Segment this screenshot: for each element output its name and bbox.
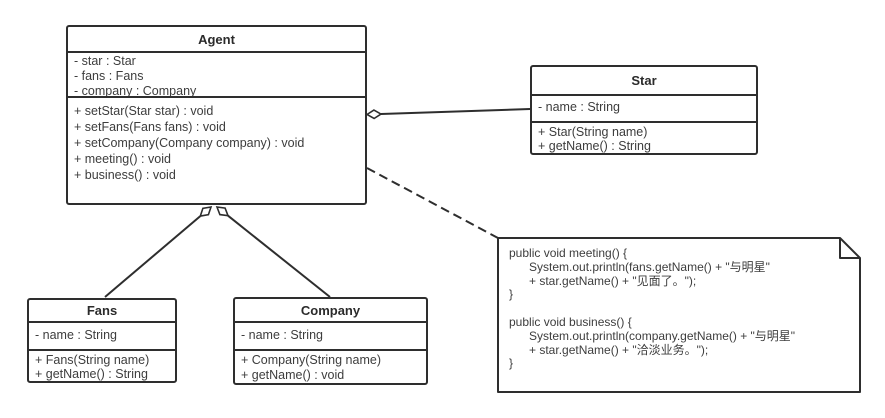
- class-agent-title: Agent: [68, 27, 365, 53]
- class-company: Company - name : String + Company(String…: [233, 297, 428, 385]
- aggregation-diamond-icon: [365, 109, 383, 120]
- method: + Company(String name): [241, 353, 381, 367]
- aggregation-agent-star: [365, 108, 531, 120]
- class-star: Star - name : String + Star(String name)…: [530, 65, 758, 155]
- attribute: - name : String: [538, 100, 620, 114]
- aggregation-diamond-icon: [199, 206, 213, 218]
- class-agent: Agent - star : Star - fans : Fans - comp…: [66, 25, 367, 205]
- attribute: - name : String: [241, 328, 323, 342]
- class-star-title: Star: [532, 67, 756, 96]
- class-star-attributes: - name : String: [532, 96, 756, 123]
- method: + business() : void: [74, 168, 176, 182]
- class-fans-methods: + Fans(String name) + getName() : String: [29, 351, 175, 381]
- attribute: - fans : Fans: [74, 68, 144, 83]
- method: + setStar(Star star) : void: [74, 104, 214, 118]
- class-company-attributes: - name : String: [235, 323, 426, 351]
- method: + getName() : String: [538, 139, 651, 153]
- class-agent-attributes: - star : Star - fans : Fans - company : …: [68, 53, 365, 98]
- method: + meeting() : void: [74, 152, 171, 166]
- class-company-methods: + Company(String name) + getName() : voi…: [235, 351, 426, 383]
- aggregation-agent-fans: [104, 206, 213, 298]
- method: + Star(String name): [538, 125, 648, 139]
- method: + setCompany(Company company) : void: [74, 136, 305, 150]
- code-note-text: public void meeting() { System.out.print…: [509, 247, 796, 371]
- aggregation-diamond-icon: [215, 206, 230, 217]
- class-fans: Fans - name : String + Fans(String name)…: [27, 298, 177, 383]
- method: + setFans(Fans fans) : void: [74, 120, 226, 134]
- attribute: - star : Star: [74, 54, 136, 68]
- class-company-title: Company: [235, 299, 426, 323]
- attribute: - name : String: [35, 328, 117, 342]
- method: + getName() : String: [35, 367, 148, 381]
- class-agent-methods: + setStar(Star star) : void + setFans(Fa…: [68, 98, 365, 203]
- method: + Fans(String name): [35, 353, 150, 367]
- class-fans-attributes: - name : String: [29, 323, 175, 351]
- class-star-methods: + Star(String name) + getName() : String: [532, 123, 756, 153]
- aggregation-agent-company: [215, 206, 331, 298]
- method: + getName() : void: [241, 368, 345, 382]
- dashed-link-agent-note: [366, 167, 499, 239]
- class-fans-title: Fans: [29, 300, 175, 323]
- attribute: - company : Company: [74, 83, 197, 98]
